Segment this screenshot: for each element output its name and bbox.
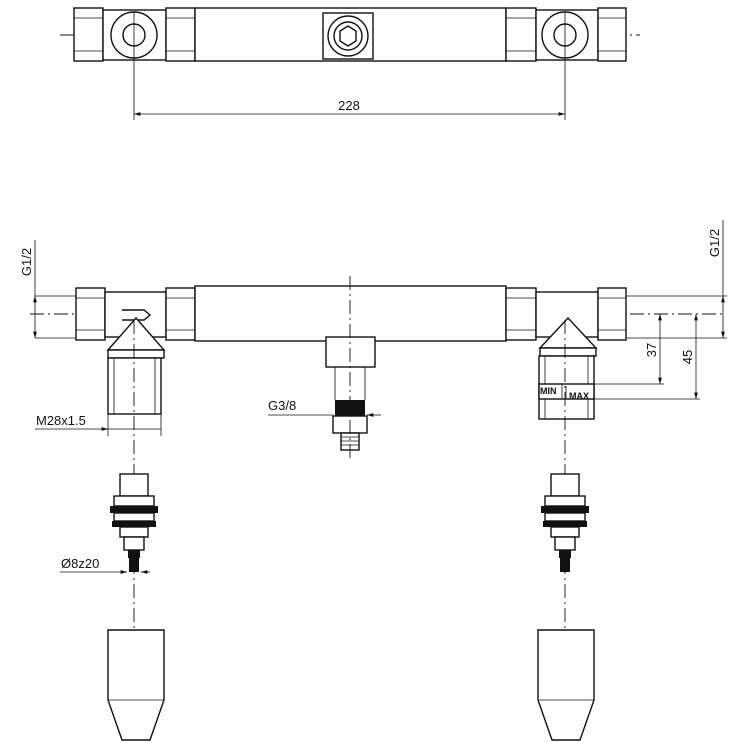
front-view: G1/2 G1/2 G xyxy=(19,220,727,460)
center-thread-label: G3/8 xyxy=(268,398,296,413)
spindle-diameter-label: Ø8z20 xyxy=(61,556,99,571)
min-label: MIN xyxy=(540,386,557,396)
dimension-label-228: 228 xyxy=(338,98,360,113)
right-valve-insert xyxy=(541,473,589,572)
dimension-label-45: 45 xyxy=(680,350,695,364)
left-valve-insert xyxy=(110,473,158,572)
left-thread-label: G1/2 xyxy=(19,248,34,276)
outlet-thread-label: M28x1.5 xyxy=(36,413,86,428)
right-thread-label: G1/2 xyxy=(707,229,722,257)
max-label: MAX xyxy=(569,391,589,401)
right-cover-cap xyxy=(537,629,595,741)
exploded-parts: Ø8z20 xyxy=(60,320,595,741)
left-cover-cap xyxy=(107,629,165,741)
dimension-label-37: 37 xyxy=(644,343,659,357)
top-view: 228 xyxy=(60,7,640,120)
min-max-scale xyxy=(538,383,595,400)
